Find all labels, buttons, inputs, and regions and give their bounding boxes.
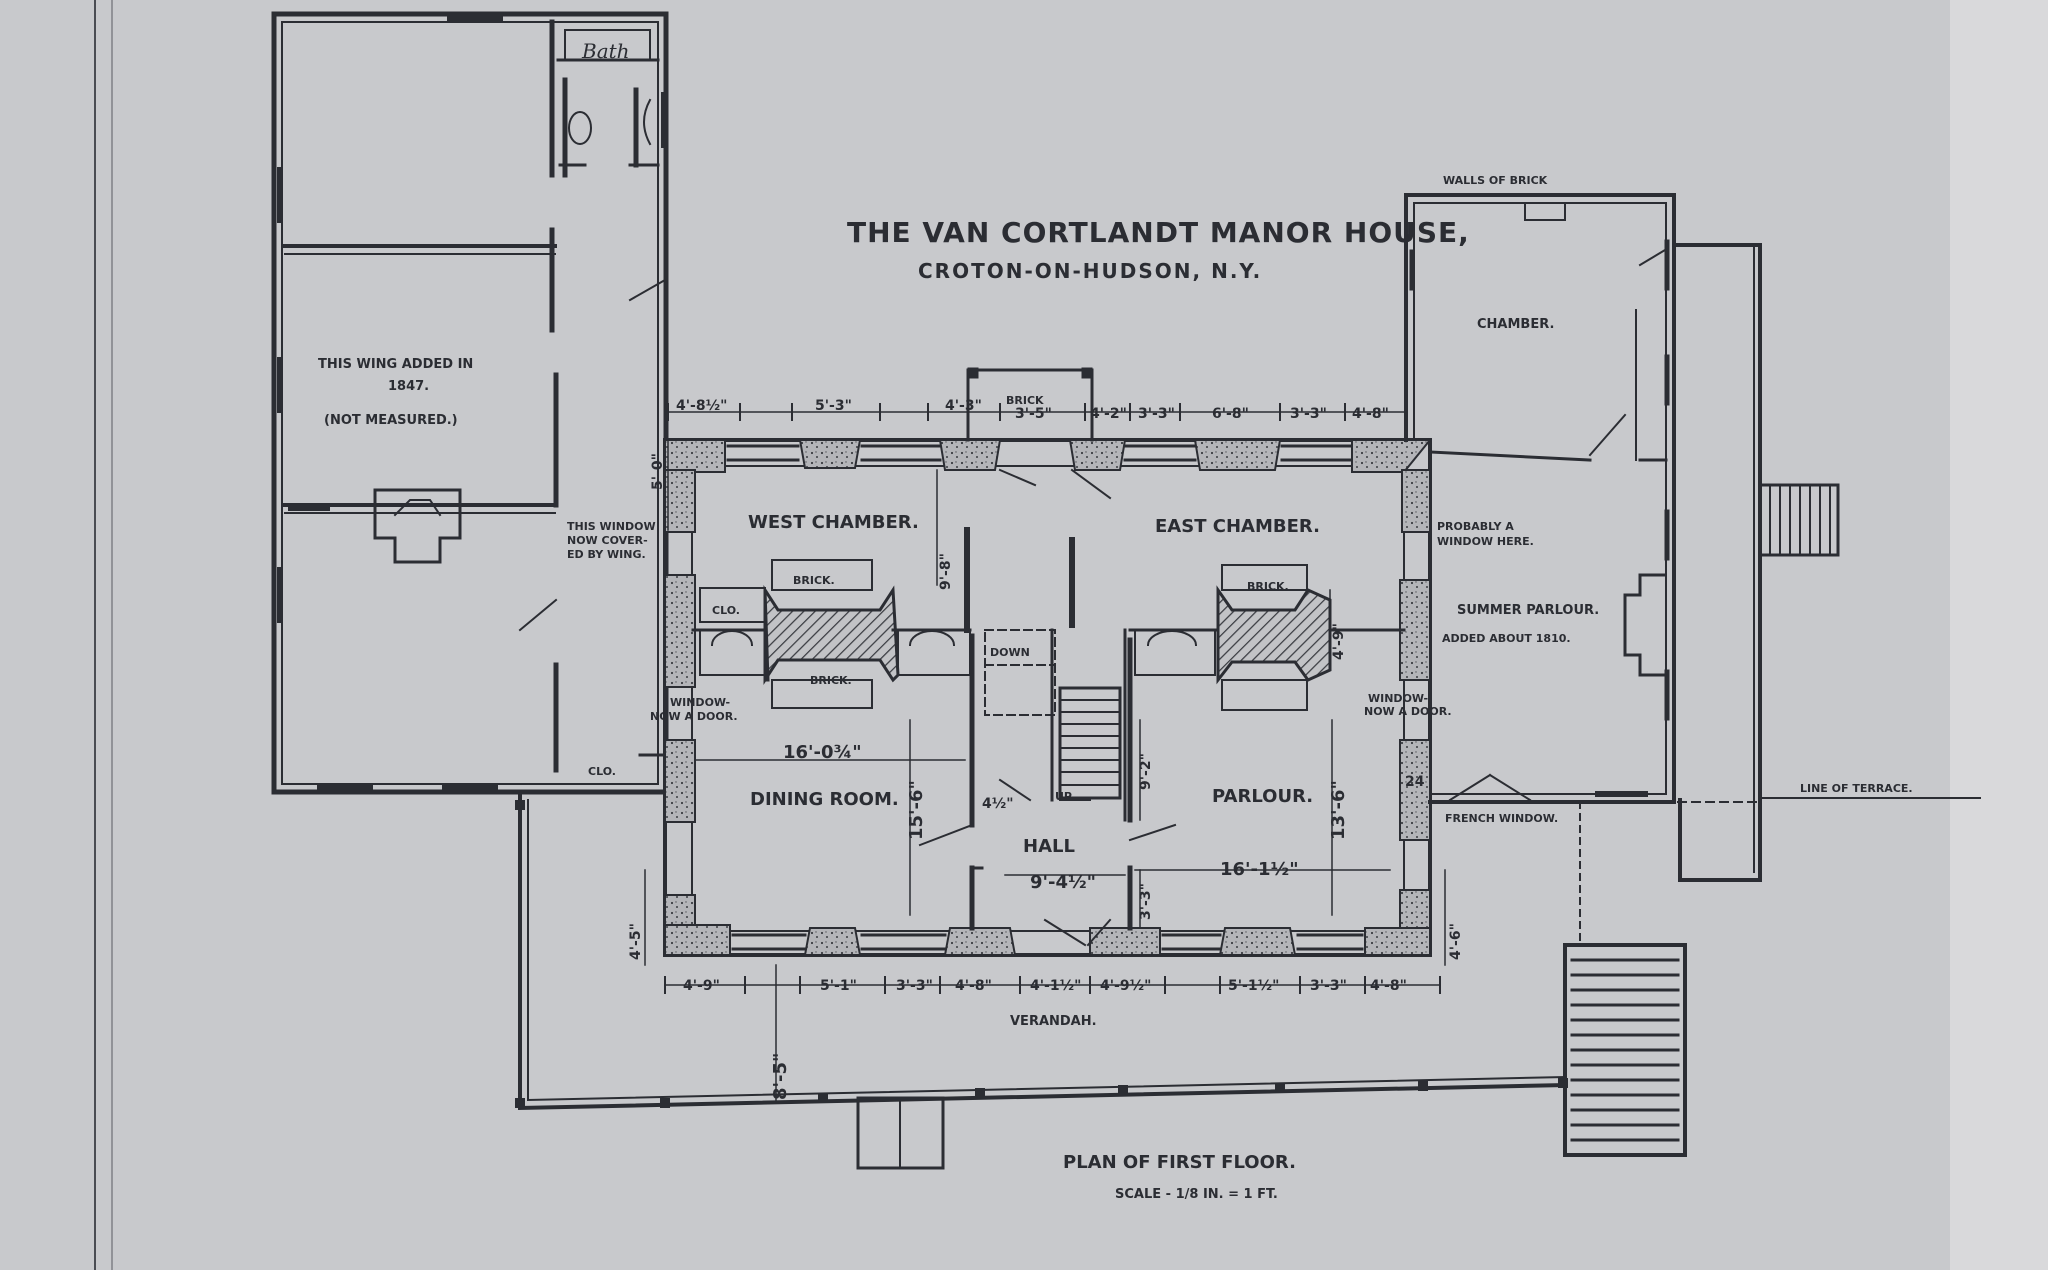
brick-label-2: BRICK. (810, 674, 852, 687)
dim-east-24: 24 (1405, 774, 1425, 790)
window-door-east-2: NOW A DOOR. (1364, 705, 1452, 718)
dim-top-5: 4'-2" (1090, 406, 1127, 422)
dim-bot-5: 4'-1½" (1030, 978, 1081, 994)
clo-label-west: CLO. (712, 604, 740, 617)
room-dining-room: DINING ROOM. (750, 789, 899, 810)
dim-top-6: 3'-3" (1138, 406, 1175, 422)
room-east-chamber: EAST CHAMBER. (1155, 516, 1320, 537)
window-door-west-1: WINDOW- (670, 696, 730, 709)
summer-parlour-note: ADDED ABOUT 1810. (1442, 632, 1571, 645)
window-door-west-2: NOW A DOOR. (650, 710, 738, 723)
east-wing (1404, 193, 1981, 1157)
window-covered-note-3: ED BY WING. (567, 548, 646, 561)
dim-east-13-6: 13'-6" (1328, 780, 1349, 840)
drawing-subtitle: CROTON-ON-HUDSON, N.Y. (918, 259, 1262, 283)
dim-hall-9-4: 9'-4½" (1030, 872, 1096, 893)
room-parlour: PARLOUR. (1212, 786, 1313, 807)
brick-label-1: BRICK. (793, 574, 835, 587)
probably-window-note-2: WINDOW HERE. (1437, 535, 1534, 548)
dim-west-9-8: 9'-8" (938, 553, 954, 590)
window-door-east-1: WINDOW- (1368, 692, 1428, 705)
east-chimney (1216, 585, 1332, 685)
dim-bot-7: 5'-1½" (1228, 978, 1279, 994)
room-verandah: VERANDAH. (1010, 1014, 1097, 1029)
dim-bot-9: 4'-8" (1370, 978, 1407, 994)
dim-bot-3: 3'-3" (896, 978, 933, 994)
dim-top-2: 5'-3" (815, 398, 852, 414)
dim-west-15-6: 15'-6" (906, 780, 927, 840)
room-west-chamber: WEST CHAMBER. (748, 512, 919, 533)
room-summer-parlour: SUMMER PARLOUR. (1457, 603, 1599, 618)
probably-window-note-1: PROBABLY A (1437, 520, 1514, 533)
paper-edge-shade (1950, 0, 2048, 1270)
dim-east-4-6: 4'-6" (1448, 923, 1464, 960)
window-covered-note-2: NOW COVER- (567, 534, 648, 547)
room-hall: HALL (1023, 836, 1075, 857)
dim-bot-6: 4'-9½" (1100, 978, 1151, 994)
dim-west-4-5: 4'-5" (628, 923, 644, 960)
brick-label-3: BRICK. (1247, 580, 1289, 593)
main-house (663, 367, 1433, 957)
west-wing (271, 11, 674, 795)
stair-up-label: UP (1055, 790, 1072, 803)
bath-label: Bath (581, 39, 630, 63)
walls-of-brick-note: WALLS OF BRICK (1443, 174, 1548, 187)
dim-top-4: 3'-5" (1015, 406, 1052, 422)
dim-bot-4: 4'-8" (955, 978, 992, 994)
dim-west-16-0: 16'-0¾" (783, 742, 862, 763)
dim-west-5-0: 5'-0" (650, 453, 666, 490)
dim-east-16-1: 16'-1½" (1220, 859, 1299, 880)
dim-bot-2: 5'-1" (820, 978, 857, 994)
plan-scale: SCALE - 1/8 IN. = 1 FT. (1115, 1187, 1278, 1202)
dim-east-4-9: 4'-9" (1331, 623, 1347, 660)
brick-label-top: BRICK (1006, 394, 1044, 407)
dim-top-1: 4'-8½" (676, 398, 727, 414)
dim-bot-8: 3'-3" (1310, 978, 1347, 994)
plan-title: PLAN OF FIRST FLOOR. (1063, 1152, 1296, 1173)
dimension-lines (644, 403, 1446, 1101)
window-covered-note-1: THIS WINDOW (567, 520, 656, 533)
dim-top-7: 6'-8" (1212, 406, 1249, 422)
dim-bot-1: 4'-9" (683, 978, 720, 994)
west-chimney (763, 584, 900, 686)
line-of-terrace-note: LINE OF TERRACE. (1800, 782, 1913, 795)
dim-hall-3-3: 3'-3" (1138, 883, 1154, 920)
dim-verandah-8-5: 8'-5" (770, 1053, 791, 1100)
dim-west-4-3: 4½" (982, 796, 1014, 812)
dim-top-8: 3'-3" (1290, 406, 1327, 422)
dim-top-3: 4'-3" (945, 398, 982, 414)
clo-label-wing: CLO. (588, 765, 616, 778)
dim-top-9: 4'-8" (1352, 406, 1389, 422)
dim-hall-9-2: 9'-2" (1138, 753, 1154, 790)
drawing-title: THE VAN CORTLANDT MANOR HOUSE, (847, 216, 1470, 249)
verandah (515, 790, 1568, 1170)
wing-note-line2: 1847. (388, 379, 429, 394)
french-window-note: FRENCH WINDOW. (1445, 812, 1558, 825)
wing-note-line1: THIS WING ADDED IN (318, 357, 473, 372)
wing-note-line3: (NOT MEASURED.) (324, 413, 458, 428)
room-chamber: CHAMBER. (1477, 317, 1554, 332)
stair-down-label: DOWN (990, 646, 1030, 659)
